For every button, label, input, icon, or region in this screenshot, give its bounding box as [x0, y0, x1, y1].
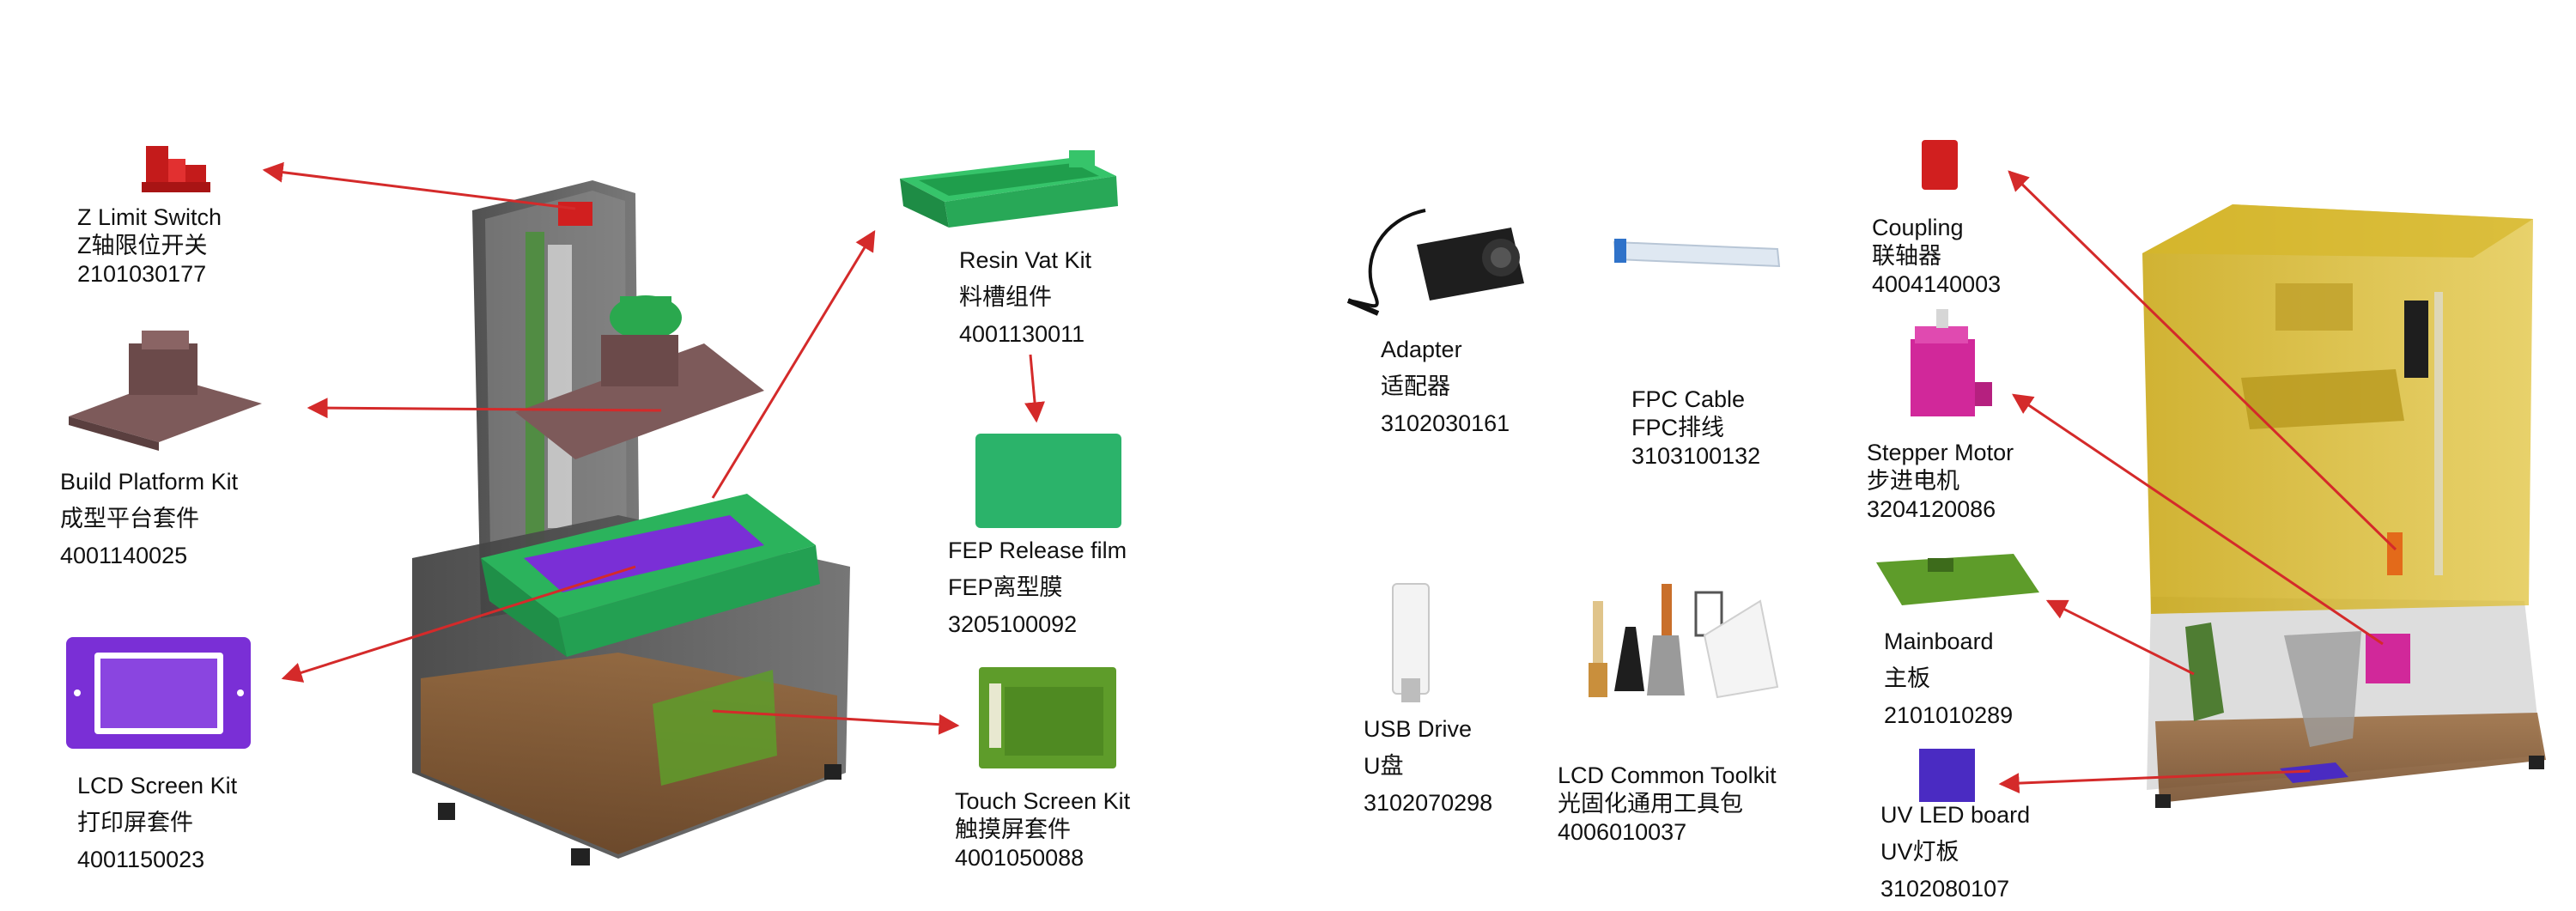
part-name: Stepper Motor [1867, 440, 2014, 465]
part-code: 3102070298 [1364, 790, 1493, 816]
uv-led-board-image [1919, 749, 1975, 802]
part-code: 3204120086 [1867, 496, 1996, 522]
part-name: Adapter [1381, 337, 1462, 362]
part-code: 2101030177 [77, 261, 207, 287]
part-label-z-limit-switch: Z Limit Switch Z轴限位开关 2101030177 [77, 206, 222, 286]
part-name-cn: 触摸屏套件 [955, 817, 1071, 842]
part-name-cn: 光固化通用工具包 [1558, 791, 1743, 817]
arrow-build-platform-kit [307, 398, 662, 419]
part-name-cn: 成型平台套件 [60, 506, 199, 531]
part-name-cn: 联轴器 [1872, 243, 1941, 269]
part-label-resin-vat-kit: Resin Vat Kit 料槽组件 4001130011 [959, 249, 1091, 346]
part-label-coupling: Coupling 联轴器 4004140003 [1872, 216, 2001, 296]
arrow-mainboard [2045, 599, 2195, 676]
arrow-coupling [2008, 170, 2397, 551]
part-name-cn: 主板 [1884, 665, 1930, 691]
build-platform-kit-image [69, 331, 262, 451]
part-code: 3102030161 [1381, 410, 1510, 436]
part-name-cn: FPC排线 [1631, 415, 1724, 440]
right-printer-illustration [2142, 204, 2546, 808]
part-code: 4004140003 [1872, 271, 2002, 297]
part-name: Z Limit Switch [77, 204, 222, 230]
part-code: 4001050088 [955, 845, 1084, 871]
pointer-arrows [262, 161, 2397, 794]
part-code: 3205100092 [948, 611, 1078, 637]
part-label-usb-drive: USB Drive U盘 3102070298 [1364, 718, 1492, 815]
part-name-cn: 打印屏套件 [77, 810, 193, 835]
lcd-common-toolkit-image [1589, 584, 1779, 699]
fep-release-film-image [975, 434, 1121, 528]
part-name: Build Platform Kit [60, 469, 239, 495]
part-label-mainboard: Mainboard 主板 2101010289 [1884, 630, 2013, 727]
part-code: 4001140025 [60, 543, 188, 568]
part-name: FEP Release film [948, 537, 1127, 563]
part-label-adapter: Adapter 适配器 3102030161 [1381, 338, 1510, 435]
usb-drive-image [1392, 583, 1430, 702]
part-name-cn: 适配器 [1381, 374, 1450, 399]
part-name-cn: U盘 [1364, 753, 1404, 779]
fpc-cable-image [1613, 239, 1781, 268]
adapter-image [1346, 209, 1524, 316]
arrow-uv-led-board [1998, 769, 2311, 794]
touch-screen-kit-image [979, 667, 1116, 768]
part-label-build-platform-kit: Build Platform Kit 成型平台套件 4001140025 [60, 471, 238, 568]
arrow-z-limit-switch [262, 161, 576, 210]
z-limit-switch-image [142, 146, 210, 192]
part-label-fpc-cable: FPC Cable FPC排线 3103100132 [1631, 388, 1760, 468]
part-label-lcd-screen-kit: LCD Screen Kit 打印屏套件 4001150023 [77, 774, 237, 872]
part-code: 3103100132 [1631, 443, 1761, 469]
part-name-cn: 料槽组件 [959, 284, 1052, 310]
mainboard-image [1876, 554, 2039, 605]
part-code: 4006010037 [1558, 819, 1687, 845]
part-name: UV LED board [1880, 802, 2031, 828]
part-label-touch-screen-kit: Touch Screen Kit 触摸屏套件 4001050088 [955, 790, 1130, 870]
part-name-cn: FEP离型膜 [948, 574, 1063, 600]
arrow-fep-release-film [1024, 354, 1045, 423]
coupling-image [1922, 140, 1958, 190]
part-code: 4001150023 [77, 847, 205, 872]
arrow-touch-screen-kit [712, 709, 960, 735]
part-name: Coupling [1872, 215, 1964, 240]
resin-vat-kit-image [900, 150, 1118, 228]
stepper-motor-image [1911, 309, 1992, 416]
part-name: LCD Screen Kit [77, 773, 238, 799]
part-code: 4001130011 [959, 321, 1085, 347]
part-name: FPC Cable [1631, 386, 1746, 412]
part-name-cn: UV灯板 [1880, 839, 1959, 865]
lcd-screen-kit-image [66, 637, 251, 749]
left-printer-illustration [412, 180, 850, 865]
part-name-cn: 步进电机 [1867, 468, 1959, 494]
arrow-stepper-motor [2012, 393, 2384, 646]
part-name: USB Drive [1364, 716, 1473, 742]
part-label-stepper-motor: Stepper Motor 步进电机 3204120086 [1867, 441, 2014, 521]
part-code: 2101010289 [1884, 702, 2014, 728]
part-name: Mainboard [1884, 629, 1994, 654]
part-label-uv-led-board: UV LED board UV灯板 3102080107 [1880, 804, 2030, 901]
part-label-fep-release-film: FEP Release film FEP离型膜 3205100092 [948, 539, 1127, 636]
part-label-lcd-common-toolkit: LCD Common Toolkit 光固化通用工具包 4006010037 [1558, 764, 1777, 844]
arrow-lcd-screen-kit [281, 565, 636, 683]
part-name-cn: Z轴限位开关 [77, 233, 208, 258]
part-name: Touch Screen Kit [955, 788, 1131, 814]
part-code: 3102080107 [1880, 876, 2010, 902]
arrow-resin-vat-kit [711, 229, 876, 499]
part-name: Resin Vat Kit [959, 247, 1092, 273]
part-name: LCD Common Toolkit [1558, 762, 1777, 788]
